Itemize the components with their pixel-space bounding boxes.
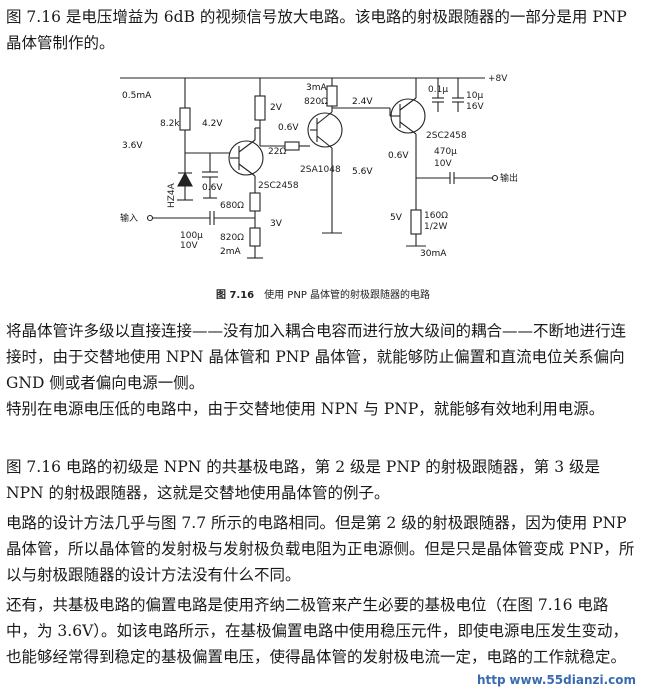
- circuit-figure: +8V 0.5mA 8.2k 4.2V 3.6V HZ4A 0.6V 2SC24…: [120, 68, 530, 288]
- paragraph-5: 还有，共基极电路的偏置电路是使用齐纳二极管来产生必要的基极电位（在图 7.16 …: [6, 596, 629, 666]
- label-q1: 2SC2458: [258, 181, 299, 191]
- label-r3: 820Ω: [220, 233, 244, 243]
- resistor-q1-collector: [254, 95, 266, 121]
- label-input: 输入: [120, 212, 138, 224]
- resistor-820-q2: [326, 85, 338, 107]
- resistor-820-emitter: [249, 227, 261, 247]
- resistor-22: [284, 141, 300, 151]
- zener-diode: [177, 171, 193, 187]
- label-c1a: 100μ: [180, 231, 203, 241]
- label-i2: 2mA: [220, 247, 241, 257]
- label-v9: 0.6V: [388, 151, 409, 161]
- label-c3b: 16V: [466, 102, 484, 112]
- label-v1: 4.2V: [202, 119, 223, 129]
- paragraph-2: 特别在电源电压低的电路中，由于交替地使用 NPN 与 PNP，就能够有效地利用电…: [6, 400, 605, 418]
- label-i1: 0.5mA: [122, 91, 152, 101]
- label-v7: 2.4V: [352, 97, 373, 107]
- label-v2: 3.6V: [122, 141, 143, 151]
- label-r6b: 1/2W: [424, 222, 447, 232]
- label-v6: 0.6V: [278, 123, 299, 133]
- label-q2: 2SA1048: [300, 165, 341, 175]
- label-r6a: 160Ω: [424, 211, 448, 221]
- label-r1: 8.2k: [160, 119, 180, 129]
- watermark: http www.55dianzi.com: [477, 673, 636, 687]
- label-r4: 22Ω: [268, 147, 286, 157]
- label-zener: HZ4A: [167, 182, 177, 208]
- circuit-diagram: +8V 0.5mA 8.2k 4.2V 3.6V HZ4A 0.6V 2SC24…: [120, 74, 518, 259]
- resistor-8k2: [179, 107, 191, 131]
- label-v5: 2V: [270, 103, 283, 113]
- label-c2: 0.1μ: [428, 85, 448, 95]
- watermark-prefix: http: [476, 673, 506, 687]
- supply-label: +8V: [488, 74, 508, 84]
- label-c4a: 470μ: [434, 147, 457, 157]
- label-v8: 5.6V: [352, 167, 373, 177]
- transistor-q2: [307, 112, 343, 148]
- figure-caption-text: 使用 PNP 晶体管的射极跟随器的电路: [264, 290, 431, 301]
- label-v3: 0.6V: [202, 183, 223, 193]
- label-r5: 820Ω: [304, 97, 328, 107]
- transistor-q1: [228, 140, 264, 176]
- label-r2: 680Ω: [220, 201, 244, 211]
- watermark-site: www.55dianzi.com: [509, 673, 636, 687]
- resistor-680: [249, 192, 261, 212]
- label-q3: 2SC2458: [426, 131, 467, 141]
- label-i4: 30mA: [420, 249, 447, 259]
- paragraph-1: 将晶体管许多级以直接连接——没有加入耦合电容而进行放大级间的耦合——不断地进行连…: [6, 322, 627, 392]
- label-output: 输出: [500, 172, 518, 184]
- figure-caption-number: 图 7.16: [215, 290, 255, 301]
- label-v4: 3V: [270, 219, 283, 229]
- intro-paragraph: 图 7.16 是电压增益为 6dB 的视频信号放大电路。该电路的射极跟随器的一部…: [6, 8, 627, 52]
- label-c1b: 10V: [180, 241, 198, 251]
- paragraph-4: 电路的设计方法几乎与图 7.7 所示的电路相同。但是第 2 级的射极跟随器，因为…: [6, 514, 635, 584]
- resistor-160: [410, 209, 422, 235]
- label-v10: 5V: [390, 213, 403, 223]
- figure-caption: 图 7.16 使用 PNP 晶体管的射极跟随器的电路: [0, 286, 646, 301]
- paragraph-3: 图 7.16 电路的初级是 NPN 的共基极电路，第 2 级是 PNP 的射极跟…: [6, 458, 600, 502]
- label-c3a: 10μ: [466, 91, 483, 101]
- label-c4b: 10V: [434, 159, 452, 169]
- label-i3: 3mA: [306, 83, 327, 93]
